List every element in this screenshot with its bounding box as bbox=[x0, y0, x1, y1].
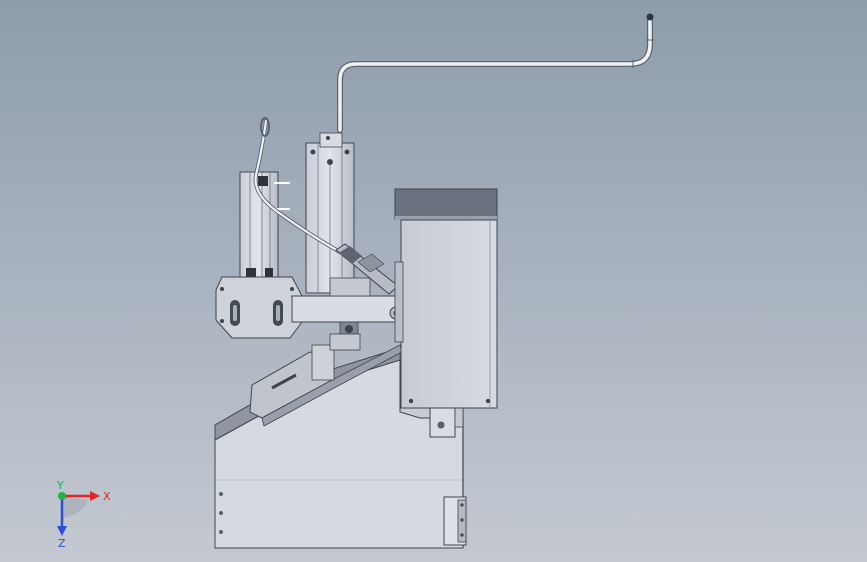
y-axis-dot bbox=[58, 492, 66, 500]
z-axis-label: Z bbox=[58, 537, 66, 548]
x-axis-label: X bbox=[103, 490, 111, 503]
chute-guide bbox=[249, 344, 403, 427]
x-axis-arrow bbox=[90, 491, 100, 501]
horizontal-arm bbox=[215, 276, 403, 351]
overhead-cable bbox=[337, 13, 655, 133]
y-axis-label: Y bbox=[56, 479, 64, 492]
axis-triad[interactable]: X Y Z bbox=[40, 478, 120, 550]
door-hinge bbox=[443, 496, 467, 546]
center-column bbox=[305, 132, 355, 294]
inclined-sensor bbox=[335, 243, 399, 295]
z-axis-arrow bbox=[57, 526, 67, 536]
triad-plane bbox=[62, 496, 88, 518]
sensor-cable bbox=[253, 117, 342, 254]
left-guide-column bbox=[239, 171, 290, 281]
motor-housing bbox=[394, 188, 498, 409]
axis-triad-graphic: X Y Z bbox=[56, 479, 111, 550]
